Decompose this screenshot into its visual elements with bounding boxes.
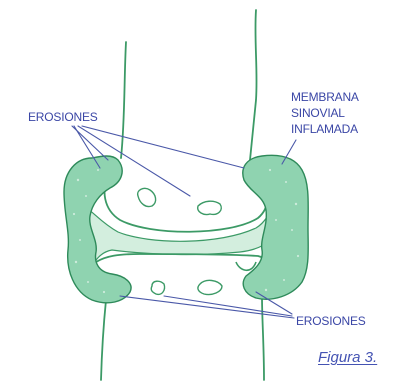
- erosion-upper-1: [138, 188, 156, 206]
- joint-cartilage: [82, 198, 280, 270]
- label-erosiones-bottom: EROSIONES: [296, 314, 366, 328]
- erosion-lower-2: [198, 280, 222, 294]
- lower-bone-left-edge: [101, 300, 106, 380]
- label-membrana-line1: MEMBRANA: [291, 89, 359, 105]
- upper-bone-end: [105, 172, 268, 232]
- upper-bone-left-edge: [121, 42, 126, 158]
- lower-bone-right-edge: [262, 296, 264, 380]
- erosion-upper-2: [198, 201, 222, 214]
- label-membrana-line3: INFLAMADA: [291, 121, 359, 137]
- label-membrana-sinovial-inflamada: MEMBRANA SINOVIAL INFLAMADA: [291, 89, 359, 137]
- upper-bone-right-edge: [250, 10, 257, 160]
- label-erosiones-top: EROSIONES: [28, 110, 98, 124]
- figure-caption: Figura 3.: [318, 349, 377, 366]
- lower-bone-erosion-notch: [236, 262, 256, 270]
- erosion-lower-1: [151, 281, 164, 294]
- label-membrana-line2: SINOVIAL: [291, 105, 359, 121]
- synovial-membrane-right: [243, 155, 308, 299]
